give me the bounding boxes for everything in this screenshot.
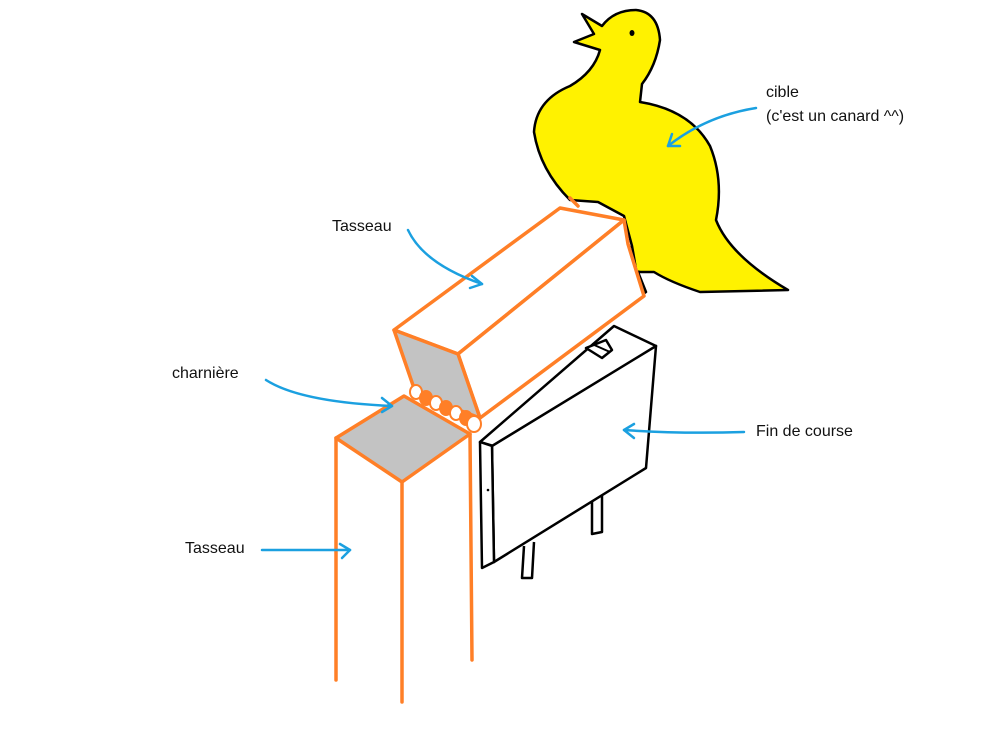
target-note: (c'est un canard ^^) xyxy=(766,108,905,125)
arrow-to-top-cleat xyxy=(406,228,484,290)
target-label: cible xyxy=(766,84,799,101)
limit-switch-label: Fin de course xyxy=(756,423,853,440)
hinge-knuckles xyxy=(409,384,482,433)
limit-switch xyxy=(478,324,658,580)
top-cleat-label: Tasseau xyxy=(332,218,392,235)
bottom-cleat xyxy=(334,394,474,704)
hinge-upper-plate xyxy=(392,328,482,420)
arrow-to-duck xyxy=(666,106,758,148)
bottom-cleat-label: Tasseau xyxy=(185,540,245,557)
arrow-to-limit-switch xyxy=(622,422,746,440)
arrow-to-bottom-cleat xyxy=(260,542,352,560)
pointer-arrows xyxy=(260,106,758,560)
arrow-to-hinge xyxy=(264,378,394,414)
hinge-label: charnière xyxy=(172,365,239,382)
switch-dot xyxy=(486,488,490,492)
duck-eye xyxy=(629,30,635,36)
